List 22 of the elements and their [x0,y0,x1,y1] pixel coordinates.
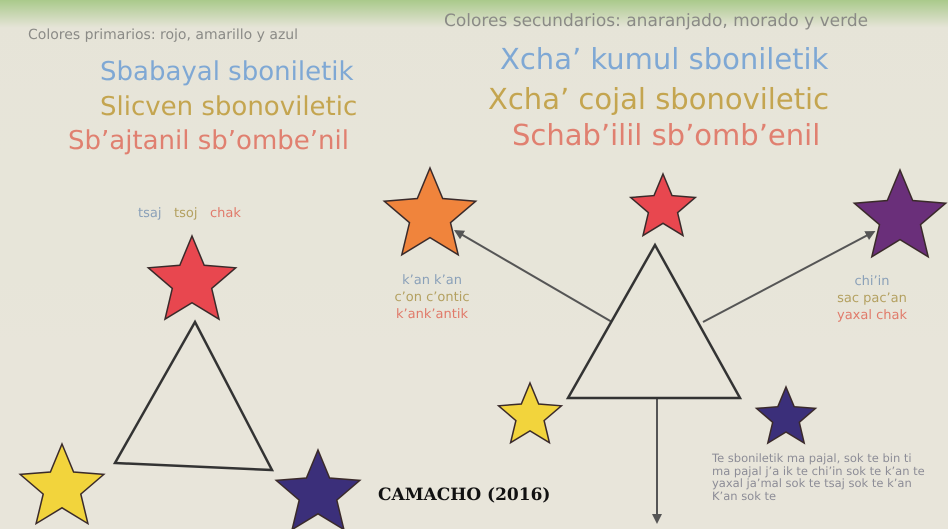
star-caption: chi’in [854,274,890,290]
note-paragraph: Te sboniletik ma pajal, sok te bin ti ma pajal j’a ik te chi’in sok te k’an te yaxal ja’mal sok te tsaj sok te k’an K’an sok te [712,452,926,503]
arrow [652,398,662,524]
title-line: Xcha’ cojal sbonoviletic [488,84,830,116]
heading: Colores primarios: rojo, amarillo y azul [28,28,298,44]
title-line: Sbabayal sboniletik [100,58,354,87]
title-line: Xcha’ kumul sboniletik [500,44,828,76]
title-line: Sb’ajtanil sb’ombe’nil [68,127,349,156]
star-caption: k’an k’an [402,273,462,289]
star-caption: sac pac’an [837,291,907,307]
star-caption: tsoj [174,206,198,222]
star-caption: chak [210,206,241,222]
star-caption: c’on c’ontic [394,290,470,306]
title-line: Slicven sbonoviletic [100,93,358,122]
star-caption: yaxal chak [837,308,907,324]
heading: Colores secundarios: anaranjado, morado y verde [444,12,868,31]
arrow [454,230,612,323]
arrow [702,230,876,323]
star-caption: tsaj [138,206,162,222]
source-credit: CAMACHO (2016) [378,486,550,505]
title-line: Schab’ilil sb’omb’enil [512,120,820,152]
star-caption: k’ank’antik [396,307,468,323]
